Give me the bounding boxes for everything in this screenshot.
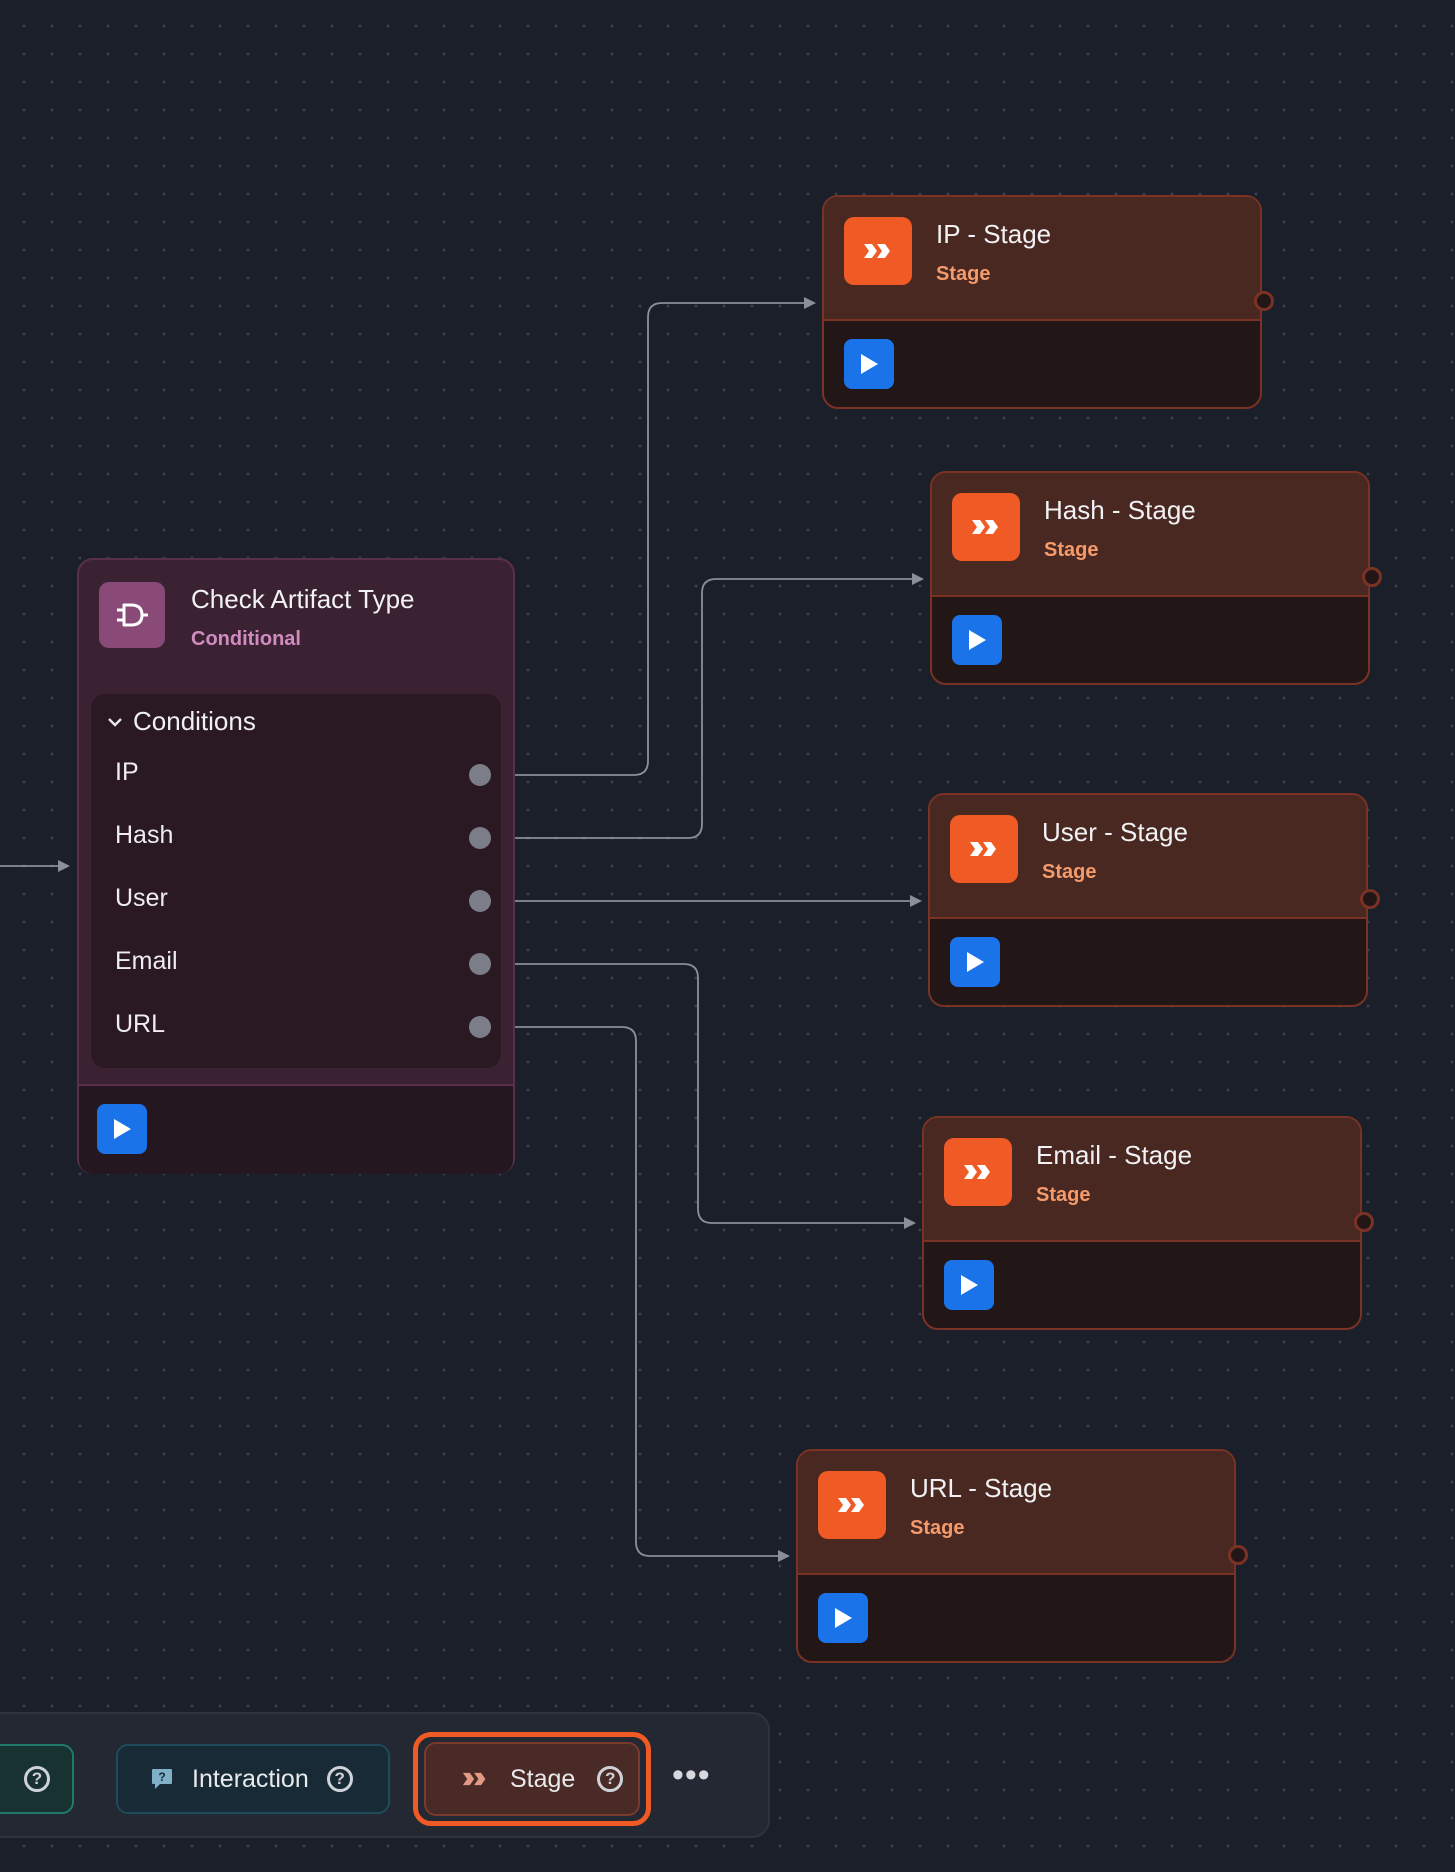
stage-chevrons-icon [844,217,912,285]
play-icon [835,1608,852,1628]
edge-hash [469,573,924,839]
play-icon [969,630,986,650]
conditional-node[interactable]: Check Artifact Type Conditional Conditio… [77,558,515,1174]
interaction-label: Interaction [192,1764,309,1793]
stage-output-handle[interactable] [1362,567,1382,587]
help-icon[interactable]: ? [326,1766,353,1792]
stage-label: Stage [510,1764,576,1793]
conditions-toggle[interactable]: Conditions [107,706,256,737]
stage-node-title: User - Stage [1042,817,1188,847]
condition-email: Email [115,947,178,975]
condition-hash-handle[interactable] [469,827,491,849]
condition-hash: Hash [115,821,174,849]
help-icon[interactable]: ? [597,1766,624,1792]
stage-chevrons-icon [818,1471,886,1539]
stage-node-url[interactable]: URL - Stage Stage [796,1449,1248,1663]
stage-node-title: Email - Stage [1036,1140,1193,1170]
stage-chevrons-icon [952,493,1020,561]
condition-ip: IP [115,758,139,786]
stage-node-header: Hash - Stage Stage [932,473,1368,597]
condition-user-handle[interactable] [469,890,491,912]
stage-selection-ring [413,1732,651,1826]
condition-user: User [115,884,168,912]
stage-node-header: URL - Stage Stage [798,1451,1234,1575]
conditional-gate-icon [99,582,165,648]
palette-item-previous[interactable]: ? [0,1744,74,1814]
stage-node-title: IP - Stage [936,219,1052,249]
stage-node-subtitle: Stage [1042,861,1097,883]
edge-url [469,1026,790,1562]
stage-chevrons-icon [950,815,1018,883]
stage-play-button[interactable] [844,339,894,389]
stage-output-handle[interactable] [1254,291,1274,311]
svg-text:?: ? [158,1770,165,1784]
condition-email-handle[interactable] [469,953,491,975]
help-icon[interactable]: ? [24,1766,50,1792]
palette-item-interaction[interactable]: ? Interaction ? [116,1744,390,1814]
stage-chevrons-icon [462,1772,486,1786]
conditional-node-title: Check Artifact Type [191,584,415,614]
stage-node-subtitle: Stage [1036,1184,1091,1206]
conditional-node-subtitle: Conditional [191,628,301,650]
conditions-panel: Conditions IP Hash User Email URL [91,694,501,1068]
node-palette-toolbar: ? ? Interaction ? Stage ? ••• [0,1712,770,1838]
conditions-label: Conditions [133,706,256,736]
edge-email [469,963,916,1229]
play-icon [967,952,984,972]
play-icon [861,354,878,374]
stage-node-user[interactable]: User - Stage Stage [928,793,1380,1007]
play-icon [114,1119,131,1139]
stage-node-hash[interactable]: Hash - Stage Stage [930,471,1382,685]
condition-url-handle[interactable] [469,1016,491,1038]
play-icon [961,1275,978,1295]
condition-url: URL [115,1010,166,1038]
stage-output-handle[interactable] [1360,889,1380,909]
stage-node-email[interactable]: Email - Stage Stage [922,1116,1374,1330]
stage-node-subtitle: Stage [910,1517,965,1539]
stage-node-header: Email - Stage Stage [924,1118,1360,1242]
condition-ip-handle[interactable] [469,764,491,786]
more-options-button[interactable]: ••• [672,1756,711,1794]
stage-output-handle[interactable] [1228,1545,1248,1565]
stage-node-title: URL - Stage [910,1473,1053,1503]
stage-play-button[interactable] [818,1593,868,1643]
conditional-play-button[interactable] [97,1104,147,1154]
stage-node-header: User - Stage Stage [930,795,1366,919]
stage-chevrons-icon [944,1138,1012,1206]
stage-node-ip[interactable]: IP - Stage Stage [822,195,1274,409]
stage-play-button[interactable] [952,615,1002,665]
palette-item-stage[interactable]: Stage ? [424,1742,640,1816]
chevron-down-icon [108,717,122,727]
edge-ip [469,297,816,776]
stage-output-handle[interactable] [1354,1212,1374,1232]
stage-play-button[interactable] [950,937,1000,987]
stage-node-header: IP - Stage Stage [824,197,1260,321]
chat-bubble-icon: ? [152,1769,172,1789]
stage-play-button[interactable] [944,1260,994,1310]
stage-node-subtitle: Stage [1044,539,1099,561]
stage-node-subtitle: Stage [936,263,991,285]
stage-node-title: Hash - Stage [1044,495,1196,525]
conditional-node-footer [79,1084,513,1174]
